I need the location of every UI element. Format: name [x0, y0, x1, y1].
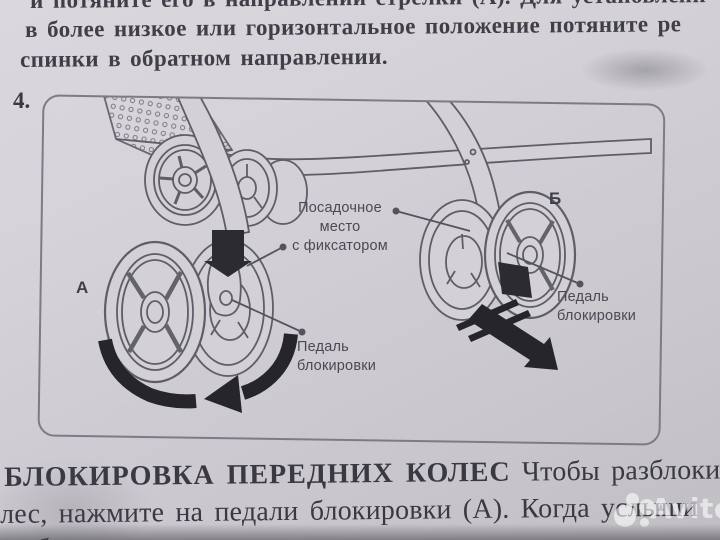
photo-shadow-top-right [555, 40, 720, 100]
lock-slot-arrow-icon [204, 230, 252, 277]
seat-lock-label-line2: место [319, 219, 361, 235]
pedal-label-left: Педаль блокировки [297, 338, 376, 376]
seat-lock-label-line3: с фиксатором [292, 238, 388, 254]
bottom-heading: БЛОКИРОВКА ПЕРЕДНИХ КОЛЕС [4, 456, 511, 493]
basket-mesh [102, 95, 234, 164]
front-wheel-a [103, 239, 274, 384]
pedal-label-right: Педаль блокировки [557, 288, 636, 326]
seat-lock-label-line1: Посадочное [298, 200, 382, 216]
rotation-arrow-icon [98, 333, 298, 413]
pedal-label-left-line1: Педаль [297, 339, 349, 355]
pedal-label-right-line2: блокировки [557, 308, 637, 324]
marker-a: А [76, 278, 89, 297]
right-leg-tube [418, 95, 509, 263]
bottom-paragraph-line-2: лес, нажмите на педали блокировки (А). К… [0, 491, 699, 530]
pedal-label-left-line2: блокировки [297, 358, 377, 374]
bottom-paragraph-line-3: е бу [12, 534, 63, 540]
bottom-line1-rest: Чтобы разблокир [510, 454, 720, 488]
pedal-label-right-line1: Педаль [557, 289, 609, 305]
left-leg-tube [174, 95, 251, 238]
figure-number: 4. [13, 88, 31, 113]
brake-pedal-black [498, 262, 532, 298]
top-paragraph-line-3: спинки в обратном направлении. [20, 43, 389, 72]
seat-lock-label: Посадочное место с фиксатором [278, 199, 402, 256]
press-arrow-icon [456, 299, 558, 370]
avito-watermark: Avito [612, 492, 720, 538]
marker-b: Б [549, 189, 562, 208]
front-wheel-b [419, 190, 577, 321]
bottom-paragraph-line-1: БЛОКИРОВКА ПЕРЕДНИХ КОЛЕС Чтобы разблоки… [4, 454, 720, 494]
avito-wordmark: Avito [650, 492, 720, 525]
figure-border [37, 94, 666, 446]
frame-bar-tube [199, 138, 652, 177]
top-paragraph-line-2: в более низкое или горизонтальное положе… [25, 11, 682, 42]
